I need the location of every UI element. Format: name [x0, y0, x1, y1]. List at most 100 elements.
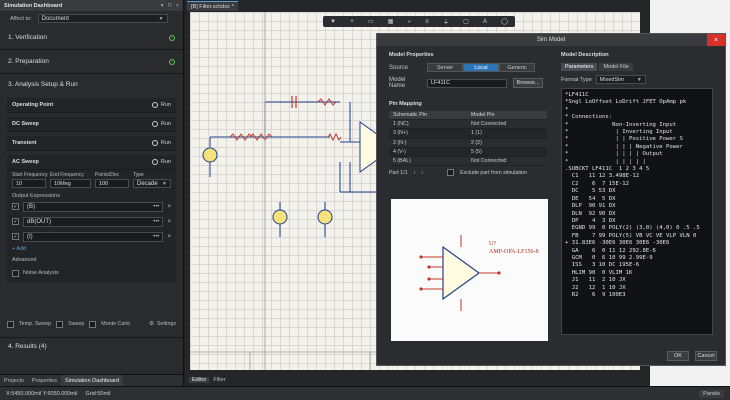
section-preparation[interactable]: 2. Preparation ✓ [0, 50, 183, 74]
section-label: 2. Preparation [8, 58, 49, 65]
more-icon[interactable]: ••• [153, 203, 160, 210]
chevron-down-icon: ▼ [158, 15, 164, 22]
select-icon[interactable]: ▭ [367, 19, 374, 25]
table-row[interactable]: 2 (N-)2 (2) [389, 139, 547, 148]
section-results[interactable]: 4. Results (4) [0, 337, 183, 355]
type-label: Type [133, 172, 144, 178]
cancel-button[interactable]: Cancel [695, 351, 717, 361]
bus-icon[interactable]: ≡ [425, 18, 429, 25]
source-server-button[interactable]: Server [427, 63, 463, 72]
expression-input[interactable]: dB(OUT)••• [23, 216, 164, 227]
expression-checkbox[interactable]: ✓ [12, 203, 19, 210]
analysis-ac-sweep[interactable]: AC Sweep Run [7, 155, 176, 170]
affect-select[interactable]: Document ▼ [37, 14, 168, 23]
table-row[interactable]: 4 (V-)5 (5) [389, 147, 547, 157]
run-button[interactable]: Run [151, 102, 171, 108]
tab-model-file[interactable]: Model File [599, 63, 633, 71]
browse-button[interactable]: Browse... [513, 78, 543, 88]
expression-row: ✓ dB(OUT)••• × [12, 214, 171, 229]
filter-icon[interactable]: ▼ [330, 18, 337, 25]
monte-carlo-checkbox[interactable] [89, 320, 97, 328]
column-header: Model Pin [471, 112, 495, 119]
format-type-value: MixedSim [599, 76, 624, 83]
tab-simulation-dashboard[interactable]: Simulation Dashboard [60, 375, 124, 386]
analysis-label: AC Sweep [12, 159, 39, 165]
expression-input[interactable]: (I)••• [23, 231, 164, 242]
wire-icon[interactable]: ⌐ [407, 18, 412, 25]
table-row[interactable]: 3 (N+)1 (1) [389, 129, 547, 139]
remove-icon[interactable]: × [167, 203, 171, 210]
source-label: Source [389, 64, 409, 71]
points-input[interactable]: 100 [95, 179, 129, 188]
chevron-right-icon[interactable]: › [421, 169, 424, 176]
align-icon[interactable]: ▦ [387, 19, 394, 25]
analysis-dc-sweep[interactable]: DC Sweep Run [7, 117, 176, 132]
source-local-button[interactable]: Local [463, 63, 499, 72]
expression-checkbox[interactable]: ✓ [12, 218, 19, 225]
remove-icon[interactable]: × [167, 233, 171, 240]
table-row[interactable]: 5 (BAL)Not Connected [389, 157, 547, 167]
start-frequency-input[interactable]: 10 [12, 179, 46, 188]
section-label: 1. Verification [8, 34, 48, 41]
opamp-preview [419, 235, 501, 311]
exclude-checkbox[interactable] [447, 169, 455, 177]
tab-filter[interactable]: Filter [213, 377, 226, 383]
section-analysis[interactable]: 3. Analysis Setup & Run [0, 74, 183, 94]
schematic-toolbar: ▼ + ▭ ▦ ⌐ ≡ ⏚ ▢ A ◯ [323, 16, 515, 27]
ok-button[interactable]: OK [667, 351, 689, 361]
run-button[interactable]: Run [151, 159, 171, 165]
gear-icon: ⚙ [149, 321, 154, 327]
expression-checkbox[interactable]: ✓ [12, 233, 19, 240]
shape-icon[interactable]: ◯ [501, 19, 508, 25]
pin-mapping-heading: Pin Mapping [389, 101, 422, 107]
close-icon[interactable]: × [175, 2, 179, 9]
part-icon[interactable]: ▢ [463, 19, 469, 25]
analysis-transient[interactable]: Transient Run [7, 136, 176, 151]
end-frequency-input[interactable]: 10Meg [50, 179, 91, 188]
simulation-dashboard-panel: Simulation Dashboard ▾⊓× Affect to: Docu… [0, 0, 184, 386]
section-verification[interactable]: 1. Verification ✓ [0, 26, 183, 50]
run-label: Run [160, 159, 171, 165]
model-description-heading: Model Description [561, 52, 609, 58]
run-button[interactable]: Run [151, 140, 171, 146]
run-button[interactable]: Run [151, 121, 171, 127]
points-label: Points/Dec [95, 172, 120, 178]
analysis-options-bar: Temp. Sweep Sweep Monte Carlo ⚙Settings [7, 318, 176, 330]
panel-menu-icon[interactable]: ▾ [160, 2, 164, 9]
tab-properties[interactable]: Properties [31, 377, 57, 384]
format-type-label: Format Type [561, 76, 592, 83]
voltage-sources [202, 147, 333, 225]
add-icon[interactable]: + [350, 18, 354, 25]
power-icon[interactable]: ⏚ [442, 20, 449, 26]
pin-icon[interactable]: ⊓ [167, 2, 172, 9]
temp-sweep-checkbox[interactable] [7, 320, 14, 328]
text-icon[interactable]: A [482, 18, 487, 25]
type-select[interactable]: Decade ▼ [133, 179, 171, 188]
settings-button[interactable]: ⚙Settings [149, 321, 176, 327]
noise-analysis-checkbox[interactable] [12, 269, 19, 277]
remove-icon[interactable]: × [167, 218, 171, 225]
temp-sweep-label: Temp. Sweep [19, 321, 52, 327]
source-generic-button[interactable]: Generic [499, 63, 535, 72]
more-icon[interactable]: ••• [153, 218, 160, 225]
part-counter: Part 1/1 [389, 169, 408, 176]
model-pin: 5 (5) [471, 148, 482, 155]
tab-projects[interactable]: Projects [4, 377, 24, 384]
add-expression-button[interactable]: + Add [12, 246, 27, 252]
document-tab[interactable]: [B] Filter.schdoc * [187, 1, 238, 11]
more-icon[interactable]: ••• [153, 233, 160, 240]
expression-input[interactable]: (B) ••• [23, 201, 164, 212]
tab-parameters[interactable]: Parameters [561, 63, 598, 71]
chevron-left-icon[interactable]: ‹ [413, 169, 416, 176]
format-type-select[interactable]: MixedSim ▼ [595, 75, 646, 84]
analysis-operating-point[interactable]: Operating Point Run [7, 98, 176, 113]
table-row[interactable]: 1 (NC)Not Connected [389, 120, 547, 130]
panels-button[interactable]: Panels [699, 389, 724, 398]
expression-text: (B) [27, 203, 35, 210]
tab-editor[interactable]: Editor [189, 377, 210, 383]
close-icon[interactable]: × [707, 34, 725, 46]
model-pin: 1 (1) [471, 130, 482, 137]
model-name-input[interactable]: LF411C [427, 78, 507, 88]
model-file-text[interactable]: *LF411C *Sngl LoOffset LoDrift JFET OpAm… [561, 88, 713, 335]
sweep-checkbox[interactable] [56, 320, 64, 328]
